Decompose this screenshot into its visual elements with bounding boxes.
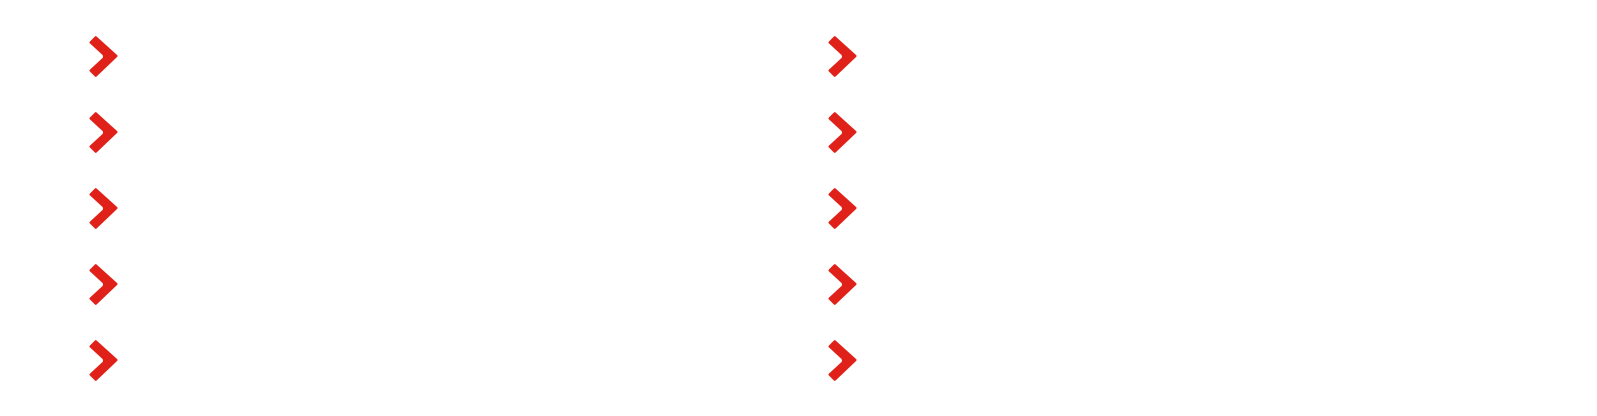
list-item[interactable] [827, 34, 1527, 110]
list-item[interactable] [827, 338, 1527, 414]
chevron-right-icon[interactable] [827, 34, 858, 79]
chevron-right-icon[interactable] [88, 338, 119, 383]
chevron-right-icon[interactable] [827, 262, 858, 307]
list-item[interactable] [88, 110, 788, 186]
list-item[interactable] [827, 186, 1527, 262]
chevron-right-icon[interactable] [88, 34, 119, 79]
list-item[interactable] [827, 262, 1527, 338]
chevron-right-icon[interactable] [827, 110, 858, 155]
chevron-right-icon[interactable] [88, 110, 119, 155]
list-item[interactable] [88, 338, 788, 414]
list-item[interactable] [827, 110, 1527, 186]
link-list-right [827, 34, 1527, 414]
chevron-right-icon[interactable] [827, 338, 858, 383]
link-list-left [88, 34, 788, 414]
chevron-right-icon[interactable] [827, 186, 858, 231]
list-item[interactable] [88, 186, 788, 262]
chevron-right-icon[interactable] [88, 186, 119, 231]
chevron-right-icon[interactable] [88, 262, 119, 307]
list-item[interactable] [88, 262, 788, 338]
list-item[interactable] [88, 34, 788, 110]
